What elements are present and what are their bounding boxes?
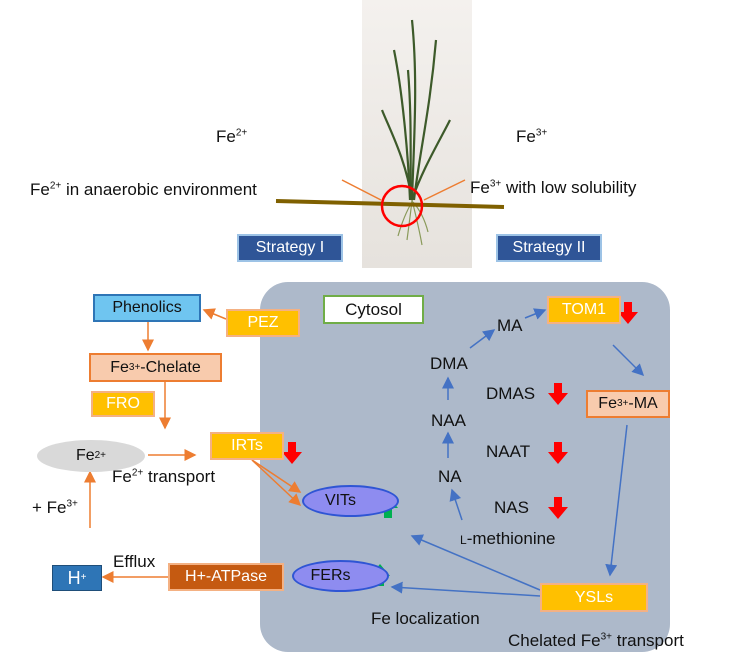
fe2-anaerobic-label: Fe2+ in anaerobic environment	[30, 180, 257, 199]
naat-label: NAAT	[486, 442, 531, 461]
dma-label: DMA	[430, 354, 468, 373]
pez-box: PEZ	[226, 309, 300, 337]
down-arrow-icon	[548, 497, 568, 519]
fe-localization-label: Fe localization	[371, 609, 480, 628]
cytosol-region	[260, 282, 670, 652]
efflux-label: Efflux	[113, 552, 156, 571]
cytosol-label: Cytosol	[323, 295, 424, 324]
fe2-transport-label: Fe2+ transport	[112, 467, 216, 486]
h-plus-box: H+	[52, 565, 102, 591]
naa-label: NAA	[431, 411, 466, 430]
fers-ellipse: FERs	[292, 560, 389, 592]
fe3-low-solubility-label: Fe3+ with low solubility	[470, 178, 637, 197]
strategy-2-header: Strategy II	[496, 234, 602, 262]
root-circle	[380, 184, 424, 228]
down-arrow-icon	[618, 302, 638, 324]
vits-ellipse: VITs	[302, 485, 399, 517]
ysls-box: YSLs	[540, 583, 648, 612]
ma-label: MA	[497, 316, 523, 335]
l-methionine-label: L-methionine	[460, 529, 556, 548]
down-arrow-icon	[548, 383, 568, 405]
chelated-fe3-transport-label: Chelated Fe3+ transport	[508, 631, 684, 650]
h-atpase-box: H+-ATPase	[168, 563, 284, 591]
plus-fe3-label: + Fe3+	[32, 498, 78, 517]
fe3-label: Fe3+	[516, 127, 548, 146]
na-label: NA	[438, 467, 462, 486]
irts-box: IRTs	[210, 432, 284, 460]
soil-line	[275, 199, 505, 209]
nas-label: NAS	[494, 498, 529, 517]
tom1-box: TOM1	[547, 296, 621, 324]
fro-box: FRO	[91, 391, 155, 417]
plant-photo	[362, 0, 472, 268]
strategy-1-header: Strategy I	[237, 234, 343, 262]
down-arrow-icon	[282, 442, 302, 464]
phenolics-box: Phenolics	[93, 294, 201, 322]
dmas-label: DMAS	[486, 384, 536, 403]
fe2-label: Fe2+	[216, 127, 248, 146]
down-arrow-icon	[548, 442, 568, 464]
